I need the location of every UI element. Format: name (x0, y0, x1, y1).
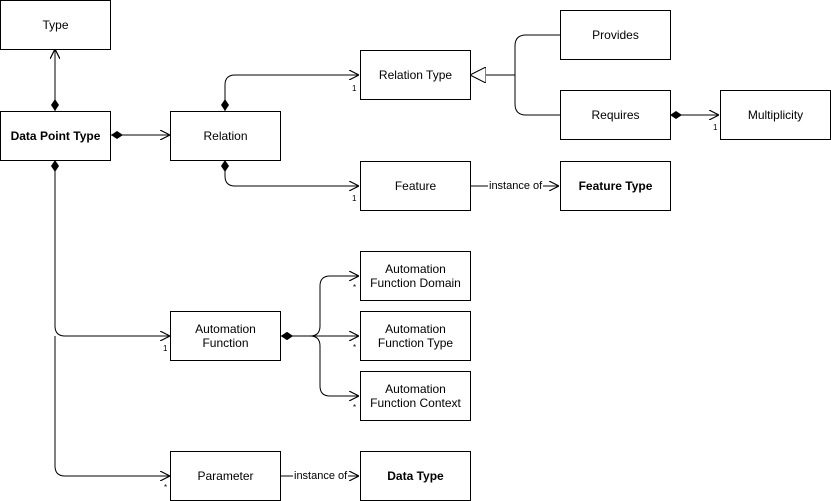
multiplicity-af-type: * (353, 343, 357, 352)
edge-datapointtype-automationfunction (55, 160, 169, 336)
node-automation-function-type-label: Automation Function Type (377, 322, 454, 350)
node-provides-label: Provides (592, 28, 639, 42)
multiplicity-multiplicity: 1 (713, 123, 718, 132)
node-automation-function-domain[interactable]: Automation Function Domain (360, 251, 471, 301)
node-feature-label: Feature (394, 179, 437, 193)
node-automation-function-context-label: Automation Function Context (370, 382, 461, 410)
node-multiplicity[interactable]: Multiplicity (720, 90, 831, 140)
node-type[interactable]: Type (0, 0, 111, 50)
node-requires-label: Requires (591, 108, 640, 122)
edge-requires-relationtype (470, 75, 560, 116)
edge-relation-feature (225, 160, 358, 186)
node-provides[interactable]: Provides (560, 10, 671, 60)
node-parameter[interactable]: Parameter (170, 451, 281, 501)
node-multiplicity-label: Multiplicity (747, 108, 804, 122)
node-feature[interactable]: Feature (360, 161, 471, 211)
edge-datapointtype-parameter (54, 336, 169, 476)
node-relation-type[interactable]: Relation Type (360, 50, 471, 100)
node-data-type-label: Data Type (387, 469, 444, 483)
edge-relation-relationtype (225, 75, 358, 111)
edge-provides-relationtype (470, 34, 560, 75)
multiplicity-af-domain: * (353, 283, 357, 292)
node-automation-function[interactable]: Automation Function (170, 311, 281, 361)
multiplicity-automation-function: 1 (163, 344, 168, 353)
node-data-point-type[interactable]: Data Point Type (0, 111, 111, 161)
node-relation-type-label: Relation Type (378, 68, 453, 82)
node-automation-function-type[interactable]: Automation Function Type (360, 311, 471, 361)
node-parameter-label: Parameter (197, 469, 254, 483)
node-data-point-type-label: Data Point Type (10, 129, 101, 143)
multiplicity-af-context: * (353, 403, 357, 412)
multiplicity-parameter: * (164, 483, 168, 492)
node-relation[interactable]: Relation (170, 111, 281, 161)
node-type-label: Type (42, 18, 69, 32)
node-automation-function-label: Automation Function (195, 322, 256, 350)
edge-af-domain (281, 276, 358, 336)
node-automation-function-domain-label: Automation Function Domain (370, 262, 461, 290)
edge-label-feature-instance-of: instance of (488, 180, 544, 192)
multiplicity-feature: 1 (352, 194, 357, 203)
edge-af-context (281, 336, 358, 396)
node-feature-type[interactable]: Feature Type (560, 161, 671, 211)
node-relation-label: Relation (203, 129, 248, 143)
node-automation-function-context[interactable]: Automation Function Context (360, 371, 471, 421)
node-requires[interactable]: Requires (560, 90, 671, 140)
edge-label-parameter-instance-of: instance of (293, 470, 349, 482)
node-data-type[interactable]: Data Type (360, 451, 471, 501)
node-feature-type-label: Feature Type (578, 179, 653, 193)
multiplicity-relation-type: 1 (352, 84, 357, 93)
